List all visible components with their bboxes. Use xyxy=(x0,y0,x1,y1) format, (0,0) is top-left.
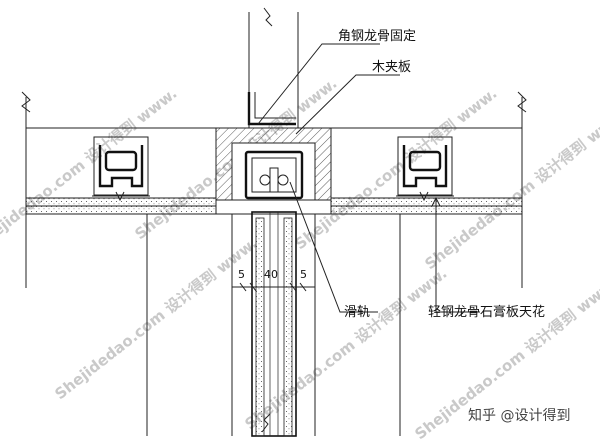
dimension-right: 5 xyxy=(300,268,307,281)
leader-lines xyxy=(257,43,480,313)
upper-slab xyxy=(21,91,527,288)
dimension-line: 5 40 5 xyxy=(232,268,315,292)
plywood-box xyxy=(215,127,332,201)
angle-steel xyxy=(247,92,296,126)
watermark-text: Shejidedao.com 设计得到 www. xyxy=(51,234,260,403)
dimension-left: 5 xyxy=(238,268,245,281)
lower-wall xyxy=(146,214,401,436)
left-keel xyxy=(92,136,150,202)
glass-panel xyxy=(251,211,297,437)
watermark-text: Shejidedao.com 设计得到 www. xyxy=(241,264,450,433)
brand-signature: 知乎 @设计得到 xyxy=(468,407,570,424)
label-plywood: 木夹板 xyxy=(372,60,411,75)
dimension-middle: 40 xyxy=(264,268,278,281)
sliding-rail xyxy=(244,150,304,200)
label-angle-steel: 角钢龙骨固定 xyxy=(338,29,416,44)
label-ceiling: 轻钢龙骨石膏板天花 xyxy=(428,304,545,320)
label-rail: 滑轨 xyxy=(344,305,370,320)
gypsum-board-ceiling xyxy=(25,197,523,215)
right-keel xyxy=(396,136,454,202)
